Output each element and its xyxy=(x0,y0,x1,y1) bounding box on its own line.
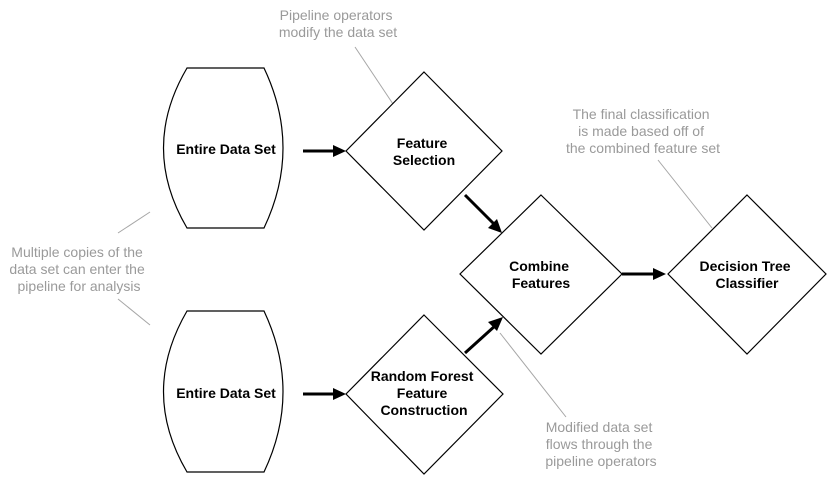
leader-final-classification xyxy=(657,159,713,229)
leader-multiple-copies-top xyxy=(117,211,151,234)
arrow-top-dataset-to-feature-selection xyxy=(303,145,346,157)
annotation-final-classification: The final classification is made based o… xyxy=(566,106,720,156)
random-forest-diamond xyxy=(345,314,504,475)
feature-selection-diamond xyxy=(345,71,503,231)
arrow-feature-selection-to-combine xyxy=(463,193,502,233)
combine-features-diamond xyxy=(459,194,623,355)
dataset-label-top: Entire Data Set xyxy=(176,141,276,157)
combine-features-label: Combine Features xyxy=(509,258,573,291)
annotation-modified-data: Modified data set flows through the pipe… xyxy=(545,419,656,469)
annotation-pipeline-operators: Pipeline operators modify the data set xyxy=(279,7,397,40)
dataset-shape-bottom xyxy=(162,310,284,473)
annotation-leaders xyxy=(117,46,713,418)
dataset-shape-top xyxy=(162,67,284,229)
leader-multiple-copies-bottom xyxy=(117,298,151,326)
arrow-random-forest-to-combine xyxy=(463,317,503,355)
dataset-node-top: Entire Data Set xyxy=(162,67,284,229)
feature-selection-node: Feature Selection xyxy=(345,71,503,231)
flow-arrows xyxy=(303,145,666,400)
annotation-multiple-copies: Multiple copies of the data set can ente… xyxy=(9,244,148,294)
leader-pipeline-operators xyxy=(354,46,394,105)
dataset-label-bottom: Entire Data Set xyxy=(176,385,276,401)
decision-tree-node: Decision Tree Classifier xyxy=(667,194,827,355)
decision-tree-label: Decision Tree Classifier xyxy=(700,258,795,291)
dataset-node-bottom: Entire Data Set xyxy=(162,310,284,473)
decision-tree-diamond xyxy=(667,194,827,355)
arrow-bottom-dataset-to-random-forest xyxy=(303,388,346,400)
combine-features-node: Combine Features xyxy=(459,194,623,355)
random-forest-label: Random Forest Feature Construction xyxy=(371,368,478,418)
arrow-combine-to-decision-tree xyxy=(622,268,666,280)
leader-modified-data xyxy=(499,332,567,418)
random-forest-node: Random Forest Feature Construction xyxy=(345,314,504,475)
feature-selection-label: Feature Selection xyxy=(393,135,455,168)
